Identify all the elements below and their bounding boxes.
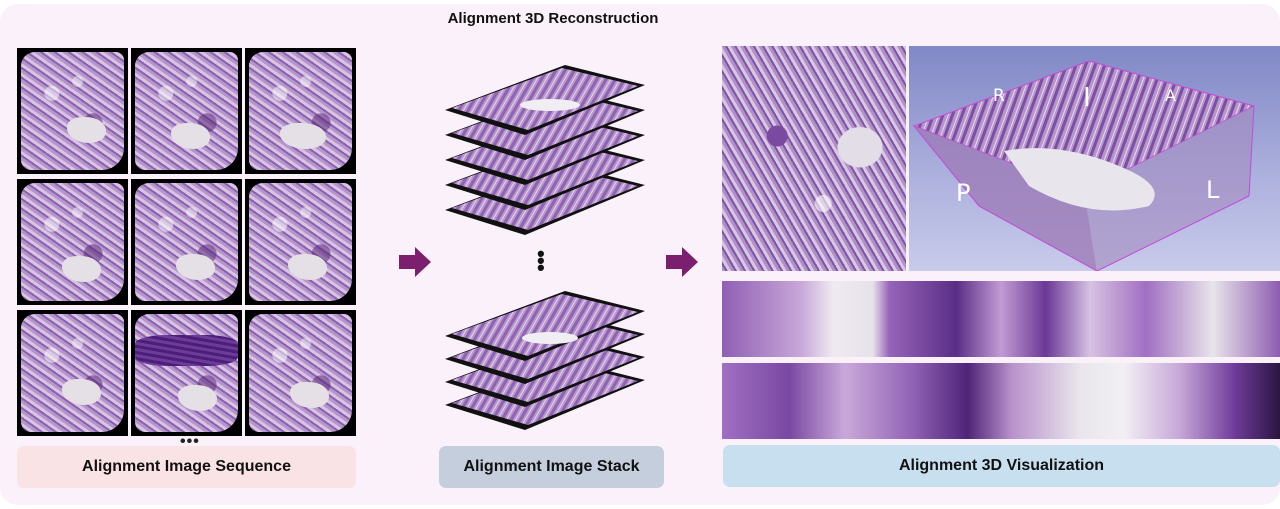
sequence-image xyxy=(131,179,242,305)
sequence-image xyxy=(245,179,356,305)
axis-label-p: P xyxy=(956,179,971,207)
3d-volume xyxy=(912,60,1256,271)
axis-label-l: L xyxy=(1206,176,1220,204)
histology-zoom-image xyxy=(722,46,906,271)
image-stack xyxy=(445,65,645,430)
axis-label-r: R xyxy=(993,86,1005,106)
axis-label-i: I xyxy=(1083,83,1091,113)
sequence-ellipsis: ••• xyxy=(180,433,200,450)
axis-label-a: A xyxy=(1165,86,1176,105)
stack-slices-bottom xyxy=(445,291,645,430)
arrow-right-icon xyxy=(666,247,698,277)
orthogonal-section-strip xyxy=(722,281,1280,357)
stack-vertical-dots: ••• xyxy=(537,241,545,280)
stack-label: Alignment Image Stack xyxy=(439,446,664,488)
lumen-area xyxy=(522,332,578,344)
visualization-label: Alignment 3D Visualization xyxy=(723,445,1280,487)
sequence-image xyxy=(131,48,242,174)
diagram-title: Alignment 3D Reconstruction xyxy=(447,10,659,27)
3d-viewer: R I A P L xyxy=(909,46,1280,271)
sequence-image xyxy=(17,179,128,305)
sequence-image xyxy=(131,310,242,436)
sequence-image xyxy=(17,310,128,436)
sequence-image xyxy=(245,48,356,174)
stack-slices-top xyxy=(445,65,645,235)
orthogonal-section-strip xyxy=(722,363,1280,439)
lumen-area xyxy=(520,99,580,111)
sequence-image xyxy=(245,310,356,436)
arrow-right-icon xyxy=(399,247,431,277)
sequence-label: Alignment Image Sequence xyxy=(17,446,356,488)
sequence-image xyxy=(17,48,128,174)
